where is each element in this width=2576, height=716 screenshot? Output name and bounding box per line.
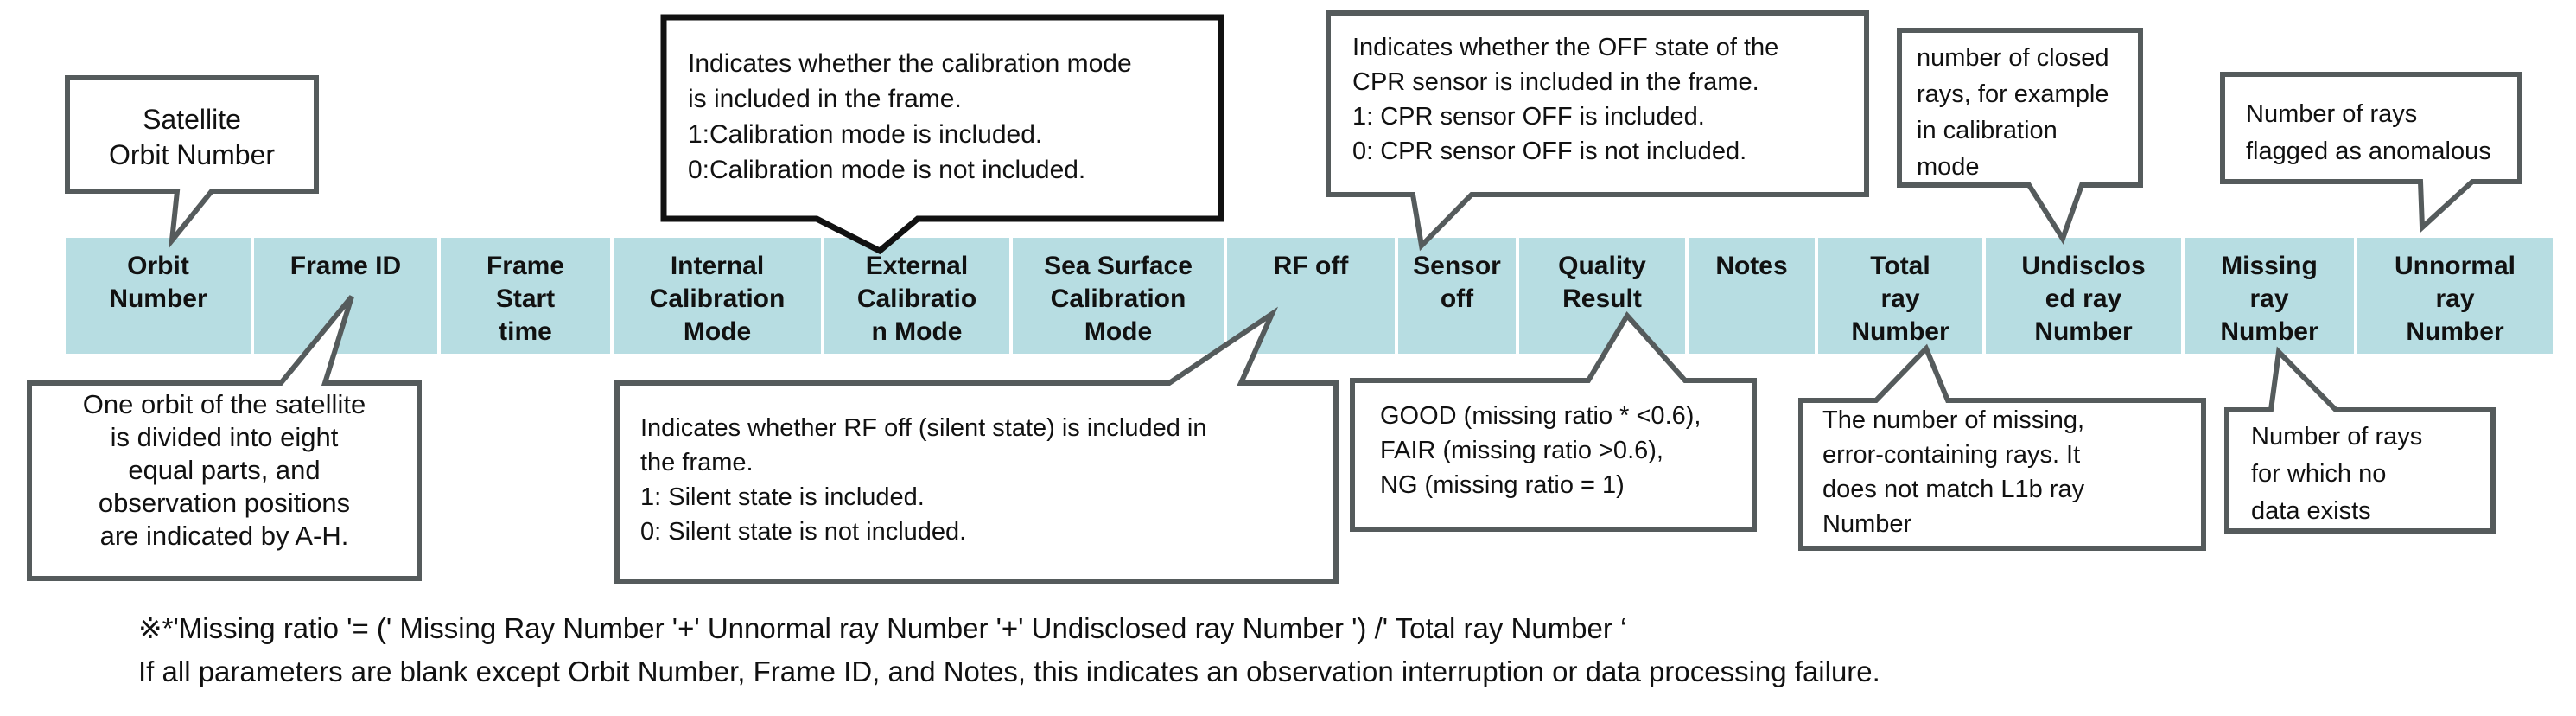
column-orbit-number: Orbit Number <box>66 238 251 354</box>
column-internal-calibration-mode: Internal Calibration Mode <box>614 238 821 354</box>
column-rf-off: RF off <box>1227 238 1395 354</box>
column-notes: Notes <box>1689 238 1815 354</box>
callout-calibration-text: Indicates whether the calibration mode i… <box>688 49 1132 184</box>
callout-quality-text: GOOD (missing ratio * <0.6), FAIR (missi… <box>1380 402 1701 499</box>
column-undisclosed-ray-number: Undisclos ed ray Number <box>1986 238 2181 354</box>
callout-rf-off-text: Indicates whether RF off (silent state) … <box>640 414 1207 546</box>
callout-satellite-orbit-text: Satellite Orbit Number <box>108 104 276 170</box>
callout-no-data-text: Number of rays for which no data exists <box>2251 423 2423 525</box>
column-missing-ray-number: Missing ray Number <box>2185 238 2354 354</box>
column-sea-surface-calibration-mode: Sea Surface Calibration Mode <box>1013 238 1224 354</box>
column-sensor-off: Sensor off <box>1398 238 1516 354</box>
callout-frame-id-text: One orbit of the satellite is divided in… <box>82 389 366 551</box>
field-header-row: Orbit Number Frame ID Frame Start time I… <box>66 238 2553 354</box>
column-quality-result: Quality Result <box>1519 238 1685 354</box>
callout-total-ray-text: The number of missing, error-containing … <box>1822 406 2085 538</box>
footnote-blank-parameters: If all parameters are blank except Orbit… <box>138 655 1880 687</box>
column-unnormal-ray-number: Unnormal ray Number <box>2357 238 2553 354</box>
footnote-missing-ratio: ※*'Missing ratio '= (' Missing Ray Numbe… <box>138 612 1627 644</box>
callout-closed-rays-text: number of closed rays, for example in ca… <box>1917 44 2109 181</box>
column-frame-start-time: Frame Start time <box>441 238 610 354</box>
column-frame-id: Frame ID <box>254 238 437 354</box>
column-total-ray-number: Total ray Number <box>1818 238 1982 354</box>
callout-sensor-off-text: Indicates whether the OFF state of the C… <box>1352 34 1779 165</box>
column-external-calibration-mode: External Calibratio n Mode <box>824 238 1009 354</box>
callout-anomalous-text: Number of rays flagged as anomalous <box>2246 100 2491 165</box>
